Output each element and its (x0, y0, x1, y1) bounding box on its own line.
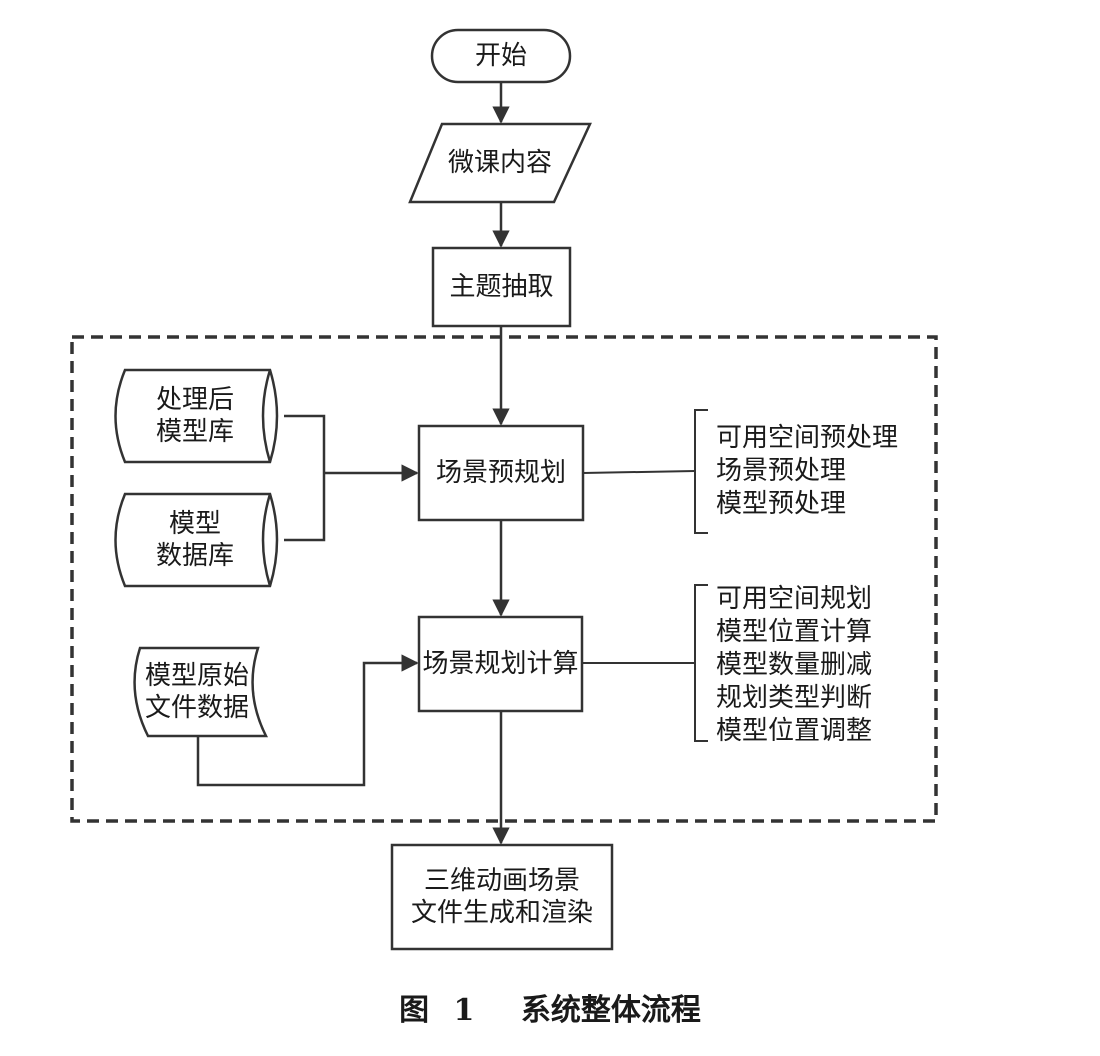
topic-extract-label: 主题抽取 (449, 272, 554, 302)
scene-plan-calc-label: 场景规划计算 (422, 649, 579, 679)
model-db-label: 模型 数据库 (155, 509, 234, 571)
calc-step-3: 模型数量删减 (716, 650, 873, 680)
scene-preplan-label: 场景预规划 (435, 458, 566, 488)
calc-step-2: 模型位置计算 (716, 617, 873, 647)
raw-model-data-shape (133, 646, 269, 738)
figure-number: 图 1 (399, 993, 475, 1028)
scene-plan-calc-box (417, 615, 584, 713)
figure-title: 系统整体流程 (520, 993, 701, 1028)
calc-step-5: 模型位置调整 (716, 716, 873, 746)
micro-content-label: 微课内容 (447, 148, 552, 178)
preplan-step-1: 可用空间预处理 (716, 423, 899, 453)
calc-steps-bracket (694, 584, 708, 742)
planning-module-boundary (70, 335, 938, 823)
calc-step-1: 可用空间规划 (716, 584, 873, 614)
connector-processed-lib (284, 414, 326, 542)
model-db-inner-curve (261, 493, 272, 587)
processed-model-lib-label: 处理后 模型库 (155, 385, 234, 447)
micro-content-input-shape (408, 122, 592, 204)
connector-preplan-to-bracket (582, 470, 696, 474)
scene-preplan-box (417, 424, 585, 522)
start-label: 开始 (474, 41, 527, 71)
processed-model-lib-inner-curve (261, 369, 272, 463)
output-box (390, 843, 614, 951)
figure-caption: 图 1 系统整体流程 (0, 985, 1100, 1029)
calc-step-4: 规划类型判断 (716, 683, 873, 713)
arrow-raw-data-to-calc (196, 654, 419, 787)
output-label: 三维动画场景 文件生成和渲染 (410, 866, 593, 928)
preplan-step-2: 场景预处理 (716, 456, 847, 486)
topic-extract-box (431, 246, 572, 328)
preplan-step-3: 模型预处理 (716, 489, 847, 519)
raw-model-data-label: 模型原始 文件数据 (144, 661, 249, 723)
preplan-steps-bracket (694, 409, 708, 534)
